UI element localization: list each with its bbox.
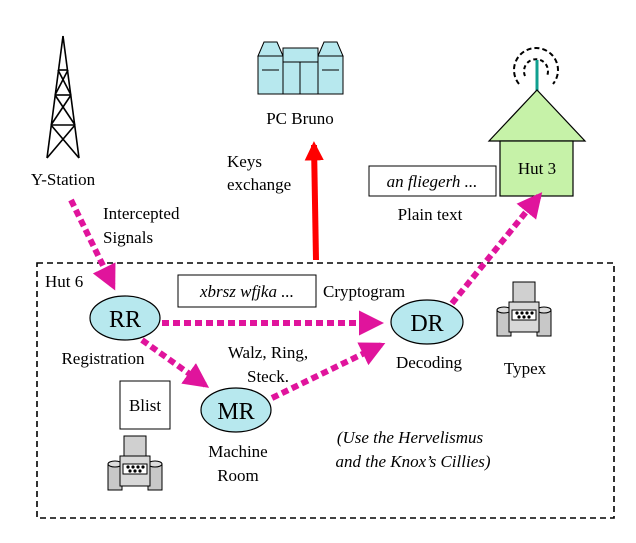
- rr-node-code: RR: [109, 307, 141, 333]
- note-line-1: (Use the Hervelismus: [337, 428, 484, 447]
- mr-node-label-1: Machine: [208, 442, 267, 461]
- intercepted-label-2: Signals: [103, 228, 153, 247]
- mr-node-label-2: Room: [217, 466, 259, 485]
- typex-machine-icon: [107, 435, 163, 491]
- rr-to-mr-arrow: [140, 337, 210, 388]
- pc-bruno-label: PC Bruno: [266, 109, 334, 128]
- blist-label: Blist: [129, 396, 161, 415]
- keys-exchange-arrow: [304, 141, 324, 261]
- cryptogram-box: [177, 274, 317, 308]
- keys-label-2: exchange: [227, 175, 291, 194]
- hut6-label: Hut 6: [45, 272, 83, 291]
- walz-label-1: Walz, Ring,: [228, 343, 308, 362]
- cipher-sample-text: xbrsz wfjka ...: [199, 282, 294, 301]
- dr-node-code: DR: [410, 311, 443, 337]
- building-icon: [257, 41, 344, 95]
- typex-label: Typex: [504, 359, 547, 378]
- dr-to-hut3-arrow: [442, 192, 543, 314]
- mr-node-code: MR: [217, 399, 254, 425]
- plain-text-box: [368, 165, 497, 197]
- rr-node: [89, 295, 161, 341]
- radio-tower-icon: [46, 35, 80, 159]
- dr-node-label: Decoding: [396, 353, 463, 372]
- hut6-boundary: [36, 262, 615, 519]
- note-line-2: and the Knox’s Cillies): [335, 452, 490, 471]
- y-station-label: Y-Station: [31, 170, 96, 189]
- cryptogram-label: Cryptogram: [323, 282, 405, 301]
- plain-text-label: Plain text: [398, 205, 463, 224]
- blist-box: [119, 380, 171, 430]
- walz-label-2: Steck.: [247, 367, 289, 386]
- hut3-label: Hut 3: [518, 159, 556, 178]
- typex-machine-icon: [496, 281, 552, 337]
- rr-node-label: Registration: [61, 349, 145, 368]
- intercepted-signals-arrow: [68, 198, 116, 291]
- hut3-house-icon: [487, 47, 587, 197]
- keys-label-1: Keys: [227, 152, 262, 171]
- dr-node: [390, 299, 464, 345]
- mr-node: [200, 387, 272, 433]
- intercepted-label-1: Intercepted: [103, 204, 180, 223]
- plain-sample-text: an fliegerh ...: [387, 172, 478, 191]
- mr-to-dr-arrow: [270, 342, 386, 401]
